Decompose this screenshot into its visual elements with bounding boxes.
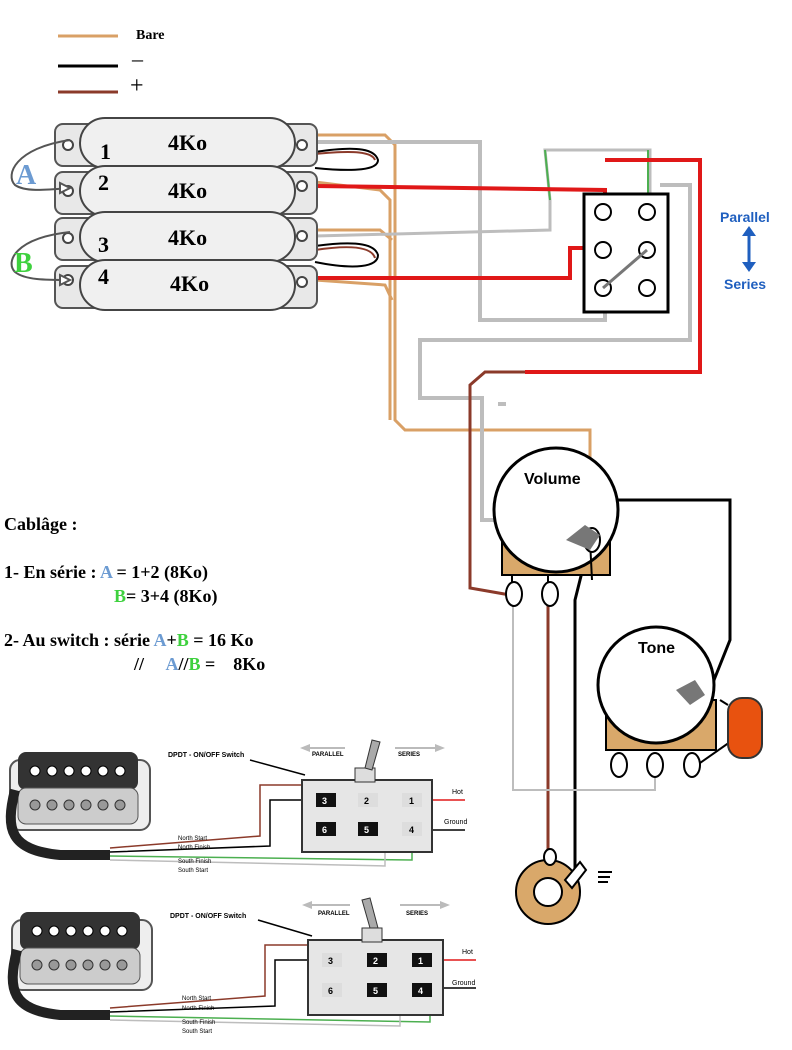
legend-bare-label: Bare — [136, 28, 165, 43]
pickup-resistance: 4Ko — [168, 178, 207, 203]
dpdt-top-wire-label: North Finish — [178, 845, 210, 851]
dpdt-top-parallel: PARALLEL — [312, 752, 344, 758]
pickup-2: 2 4Ko — [54, 165, 318, 217]
dpdt-top-terminal: 3 — [322, 796, 327, 806]
double-arrow-icon — [742, 226, 756, 272]
dpdt-bottom-parallel: PARALLEL — [318, 911, 350, 917]
group-b-arrow — [10, 231, 73, 287]
pickup-resistance: 4Ko — [170, 271, 209, 296]
dpdt-bottom-switch — [302, 897, 450, 1016]
pickup-number: 1 — [100, 139, 111, 164]
pickup-resistance: 4Ko — [168, 225, 207, 250]
volume-label: Volume — [524, 471, 581, 488]
dpdt-top-terminal: 4 — [409, 825, 414, 835]
cablage-notes: Cablâge : 1- En série : A = 1+2 (8Ko) B=… — [4, 512, 304, 676]
dpdt-bottom-series: SERIES — [406, 911, 428, 917]
parallel-label: Parallel — [720, 209, 770, 225]
cablage-line-3: 2- Au switch : série A+B = 16 Ko — [4, 630, 254, 650]
dpdt-bottom-wire-label: North Finish — [182, 1006, 214, 1012]
dpdt-bottom-terminal: 2 — [373, 956, 378, 966]
legend: Bare – + — [58, 28, 165, 99]
dpdt-top-title: DPDT - ON/OFF Switch — [168, 752, 244, 759]
cablage-line-1: 1- En série : A = 1+2 (8Ko) — [4, 562, 209, 582]
group-a-label: A — [16, 160, 37, 191]
pickup-number: 3 — [98, 232, 109, 257]
pickup-resistance: 4Ko — [168, 130, 207, 155]
dpdt-top-ground: Ground — [444, 819, 467, 826]
dpdt-bottom-ground: Ground — [452, 980, 475, 987]
dpdt-top-terminal: 1 — [409, 796, 414, 806]
dpdt-switch-main — [582, 192, 670, 314]
dpdt-bottom-title: DPDT - ON/OFF Switch — [170, 913, 246, 920]
dpdt-bottom-terminal: 3 — [328, 956, 333, 966]
dpdt-top-terminal: 5 — [364, 825, 369, 835]
dpdt-top-wire-label: South Finish — [178, 859, 211, 865]
group-a-arrow — [10, 139, 73, 195]
pickup-number: 4 — [98, 264, 109, 289]
pickup-3: 3 4Ko — [54, 211, 318, 263]
capacitor-icon — [719, 697, 763, 759]
dpdt-top-wire-label: North Start — [178, 836, 207, 842]
dpdt-bottom-terminal: 5 — [373, 986, 378, 996]
humbucker-bottom — [7, 912, 153, 1020]
cablage-line-2: B= 3+4 (8Ko) — [114, 586, 218, 606]
legend-plus-label: + — [130, 73, 144, 99]
dpdt-bottom-wire-label: South Start — [182, 1029, 212, 1035]
dpdt-top-wire-label: South Start — [178, 868, 208, 874]
dpdt-bottom-wire-label: South Finish — [182, 1020, 215, 1026]
dpdt-bottom-terminal: 4 — [418, 986, 423, 996]
dpdt-bottom-terminal: 6 — [328, 986, 333, 996]
group-b-label: B — [14, 248, 33, 279]
volume-pot — [492, 446, 620, 607]
pickup-number: 2 — [98, 170, 109, 195]
dpdt-top-terminal: 2 — [364, 796, 369, 806]
legend-minus-label: – — [131, 46, 144, 71]
humbucker-top — [5, 752, 151, 860]
dpdt-bottom-wire-label: North Start — [182, 996, 211, 1002]
series-label: Series — [724, 276, 766, 292]
dpdt-top-series: SERIES — [398, 752, 420, 758]
pickup-4: 4 4Ko — [54, 259, 318, 311]
cablage-line-4: // A//B = 8Ko — [134, 654, 266, 674]
dpdt-top-switch — [300, 739, 445, 853]
pickup-1: 1 4Ko — [54, 117, 318, 169]
dpdt-top-terminal: 6 — [322, 825, 327, 835]
dpdt-top-hot: Hot — [452, 789, 463, 796]
output-jack-icon — [515, 848, 588, 925]
cablage-title: Cablâge : — [4, 514, 78, 534]
dpdt-bottom-terminal: 1 — [418, 956, 423, 966]
tone-label: Tone — [638, 640, 675, 657]
ground-icon — [598, 871, 612, 883]
tone-pot — [596, 625, 717, 778]
dpdt-bottom-hot: Hot — [462, 949, 473, 956]
